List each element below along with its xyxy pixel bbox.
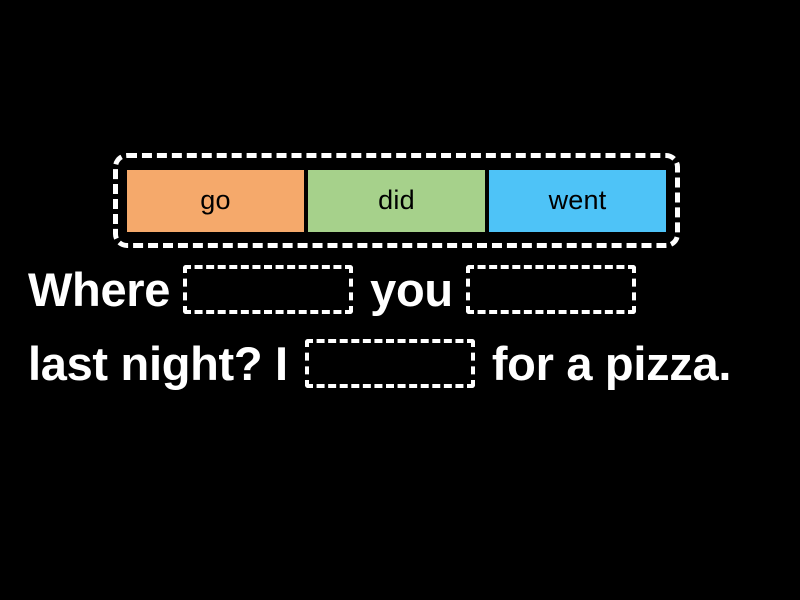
word-tile-went[interactable]: went <box>489 169 666 232</box>
word-bank: go did went <box>113 153 680 248</box>
blank-slot-3[interactable] <box>304 338 475 388</box>
sentence-area: Where you last night? I for a pizza. <box>28 252 772 400</box>
sentence-line-1: Where you <box>28 252 772 326</box>
sentence-word-you: you <box>370 262 453 316</box>
blank-slot-2[interactable] <box>465 264 636 314</box>
word-tile-go[interactable]: go <box>127 169 304 232</box>
word-tile-label: go <box>200 185 231 215</box>
word-tile-did[interactable]: did <box>308 169 485 232</box>
sentence-line-2: last night? I for a pizza. <box>28 326 772 400</box>
sentence-word-where: Where <box>28 262 171 316</box>
word-tile-label: went <box>548 185 607 215</box>
word-tile-label: did <box>378 185 415 215</box>
sentence-word-for-a-pizza: for a pizza. <box>491 336 732 390</box>
sentence-word-last-night-i: last night? I <box>28 336 288 390</box>
blank-slot-1[interactable] <box>183 264 354 314</box>
